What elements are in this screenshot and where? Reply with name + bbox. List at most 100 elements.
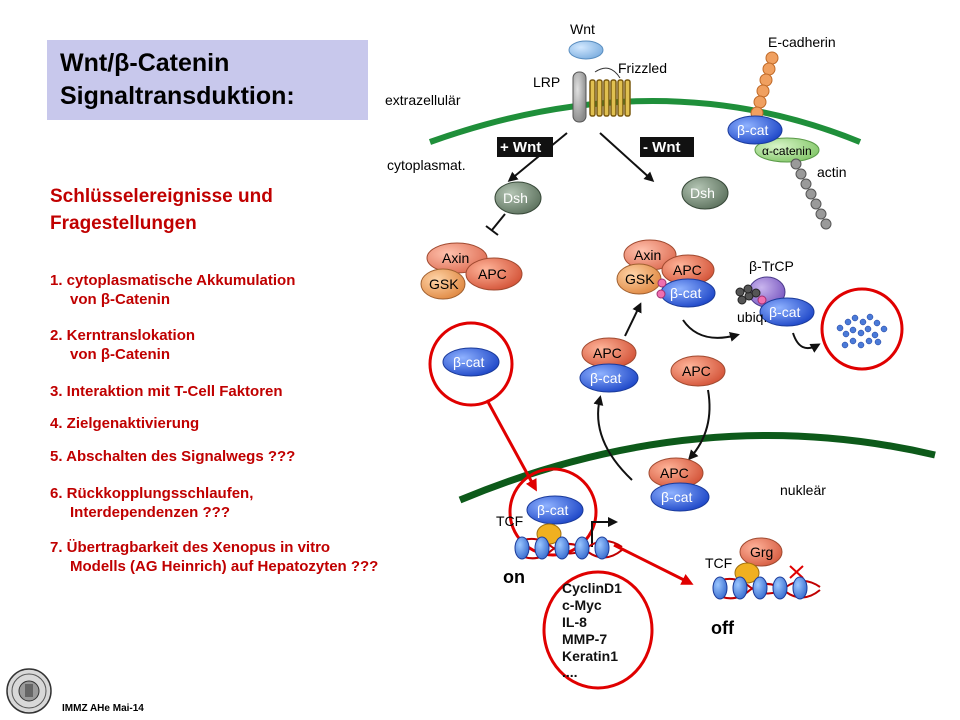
apc-right-label: APC <box>673 262 702 278</box>
dna-on <box>514 536 623 560</box>
target-genes-highlight <box>542 570 654 690</box>
question-4-line-1: 4. Zielgenaktivierung <box>50 415 200 432</box>
apc-free-label: APC <box>682 363 711 379</box>
subheading-line-2: Fragestellungen <box>50 213 197 234</box>
apc-left-label: APC <box>478 266 507 282</box>
question-item-4: 4. Zielgenaktivierung <box>50 414 199 433</box>
dna-off <box>712 576 821 600</box>
on-label: on <box>503 567 525 587</box>
cell-membrane <box>428 98 862 145</box>
dsh-active <box>494 181 542 215</box>
bcat-free <box>442 347 500 377</box>
grg <box>739 537 783 567</box>
minus-wnt-box <box>640 137 694 157</box>
bcat-middle <box>579 363 639 393</box>
question-3-line-1: 3. Interaktion mit T-Cell Faktoren <box>50 383 283 400</box>
translocation-arrow <box>485 399 537 492</box>
ubiq-label: ubiq. <box>737 309 767 325</box>
subheading-line-1: Schlüsselereignisse und <box>50 186 273 207</box>
dsh-active-label: Dsh <box>503 190 528 206</box>
question-6-line-2: Interdependenzen ??? <box>70 504 231 521</box>
apc-middle-label: APC <box>593 345 622 361</box>
question-2-line-2: von β-Catenin <box>70 346 170 363</box>
bcat-membrane-label: β-cat <box>737 122 769 138</box>
nuclear-bcat-highlight <box>508 467 598 557</box>
question-item-3: 3. Interaktion mit T-Cell Faktoren <box>50 382 283 401</box>
question-1-line-1: 1. cytoplasmatische Akkumulation <box>50 272 296 289</box>
question-item-7: 7. Übertragbarkeit des Xenopus in vitro … <box>50 538 378 576</box>
bcat-middle-label: β-cat <box>590 370 622 386</box>
minus-wnt-label: - Wnt <box>643 139 680 156</box>
tcf-off-label: TCF <box>705 555 732 571</box>
bcat-complex-label: β-cat <box>670 285 702 301</box>
question-7-line-2: Modells (AG Heinrich) auf Hepatozyten ??… <box>70 558 379 575</box>
axin-left-label: Axin <box>442 250 469 266</box>
question-7-line-1: 7. Übertragbarkeit des Xenopus in vitro <box>50 539 331 556</box>
bcat-tcf-label: β-cat <box>537 502 569 518</box>
question-1-line-2: von β-Catenin <box>70 291 170 308</box>
lrp-receptor <box>572 71 587 123</box>
wnt-label: Wnt <box>570 21 595 37</box>
bcat-ubiquitinated-label: β-cat <box>769 304 801 320</box>
question-6-line-1: 6. Rückkopplungsschlaufen, <box>50 485 254 502</box>
bcat-nuclear-apc-label: β-cat <box>661 489 693 505</box>
apc-nuclear-label: APC <box>660 465 689 481</box>
dsh-inactive-label: Dsh <box>690 185 715 201</box>
target-gene-keratin1: Keratin1 <box>562 648 618 664</box>
bcat-free-label: β-cat <box>453 354 485 370</box>
bcat-ubiquitinated <box>759 297 815 327</box>
target-gene-cyclind1: CyclinD1 <box>562 580 622 596</box>
gsk-left-label: GSK <box>429 276 459 292</box>
dsh-inactive <box>681 176 729 210</box>
gsk-right-label: GSK <box>625 271 655 287</box>
nuclear-label: nukleär <box>780 482 826 498</box>
degradation-highlight <box>820 287 904 371</box>
subheading: Schlüsselereignisse und Fragestellungen <box>50 183 273 237</box>
question-item-6: 6. Rückkopplungsschlaufen, Interdependen… <box>50 484 253 522</box>
question-2-line-1: 2. Kerntranslokation <box>50 327 196 344</box>
bcat-membrane <box>727 115 783 145</box>
nuclear-membrane <box>458 431 936 504</box>
extracellular-label: extrazellulär <box>385 92 461 108</box>
wnt-ligand <box>568 40 604 60</box>
title-line-2: Signaltransduktion: <box>60 82 295 110</box>
question-item-1: 1. cytoplasmatische Akkumulation von β-C… <box>50 271 295 309</box>
target-gene-mmp7: MMP-7 <box>562 631 607 647</box>
university-seal-logo <box>6 668 52 714</box>
bcat-tcf <box>526 495 584 525</box>
off-arrow <box>613 543 694 585</box>
target-gene-cmyc: c-Myc <box>562 597 602 613</box>
ecadherin-label: E-cadherin <box>768 34 836 50</box>
target-gene-more: .... <box>562 664 578 680</box>
title-line-1: Wnt/β-Catenin <box>60 49 230 77</box>
target-gene-list: CyclinD1 c-Myc IL-8 MMP-7 Keratin1 .... <box>562 580 622 680</box>
tcf-on-label: TCF <box>496 513 523 529</box>
axin-right-label: Axin <box>634 247 661 263</box>
cytoplasmic-label: cytoplasmat. <box>387 157 466 173</box>
title-box: Wnt/β-Catenin Signaltransduktion: <box>47 40 368 120</box>
actin-label: actin <box>817 164 847 180</box>
gsk-left <box>420 268 466 300</box>
plus-wnt-box <box>497 137 553 157</box>
alpha-catenin <box>754 137 820 163</box>
ubiquitin-chain <box>735 284 761 305</box>
footer-text: IMMZ AHe Mai-14 <box>62 703 144 714</box>
cytoplasmic-bcat-highlight <box>428 321 514 407</box>
repression-mark <box>789 565 804 579</box>
grg-label: Grg <box>750 544 773 560</box>
apc-free <box>670 355 726 387</box>
question-5-line-1: 5. Abschalten des Signalwegs ??? <box>50 448 296 465</box>
alpha-catenin-label: α-catenin <box>762 144 812 158</box>
actin-chain <box>790 158 832 230</box>
off-label: off <box>711 618 735 638</box>
lrp-label: LRP <box>533 74 560 90</box>
bcat-nuclear-apc <box>650 482 710 512</box>
question-item-5: 5. Abschalten des Signalwegs ??? <box>50 447 295 466</box>
apc-left <box>465 257 523 291</box>
target-gene-il8: IL-8 <box>562 614 587 630</box>
frizzled-label: Frizzled <box>618 60 667 76</box>
degraded-fragments <box>836 313 888 349</box>
plus-wnt-label: + Wnt <box>500 139 541 156</box>
btrcp-label: β-TrCP <box>749 258 794 274</box>
